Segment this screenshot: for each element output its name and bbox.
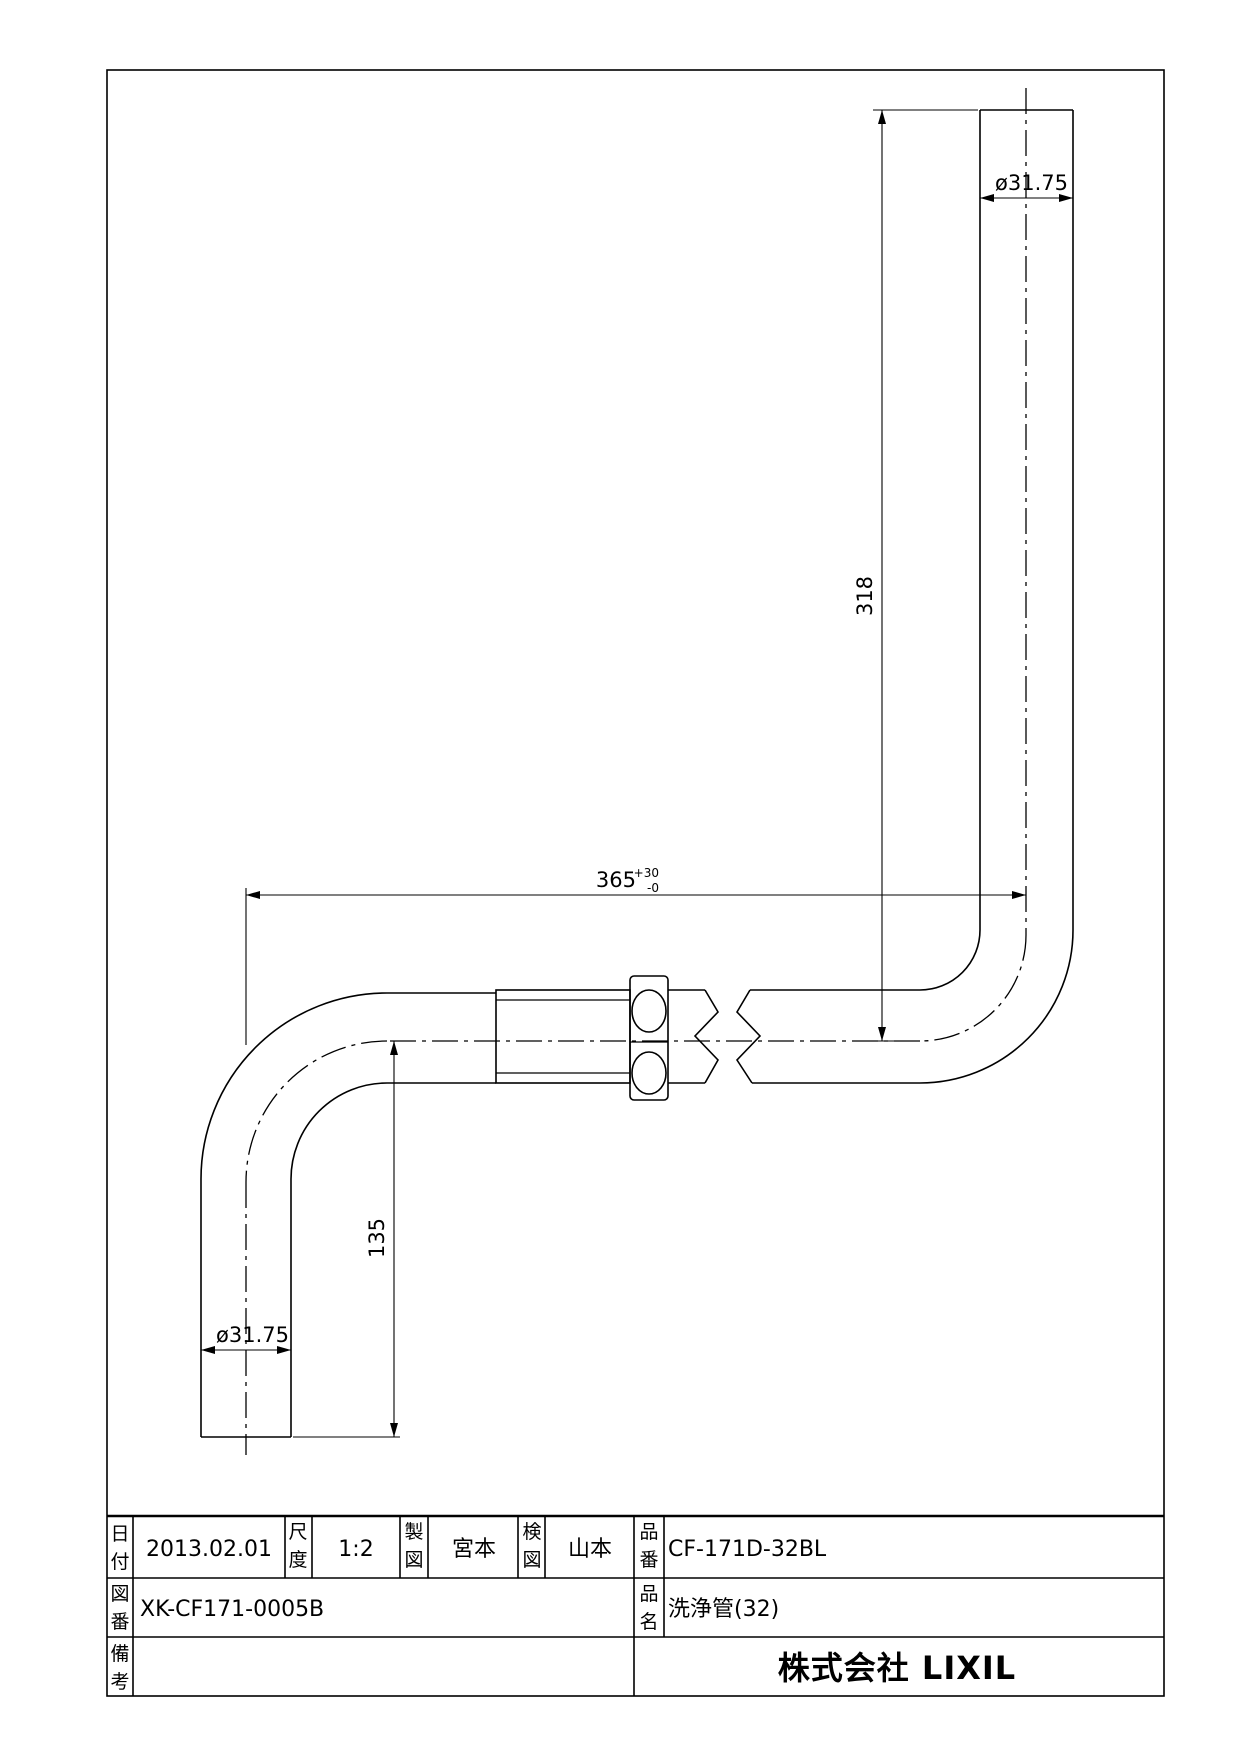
checked-by-value: 山本 — [568, 1537, 612, 1562]
date-label-2: 付 — [110, 1551, 129, 1573]
tolerance-plus-label: +30 — [634, 866, 659, 880]
remarks-label-2: 考 — [110, 1671, 129, 1693]
product-name-value: 洗浄管(32) — [668, 1597, 779, 1622]
product-name-label: 品 — [639, 1583, 658, 1605]
drawing-no-value: XK-CF171-0005B — [140, 1597, 324, 1622]
tolerance-minus-label: -0 — [647, 881, 659, 895]
drawing-no-label-2: 番 — [110, 1611, 129, 1633]
scale-value: 1:2 — [338, 1537, 373, 1562]
product-code-value: CF-171D-32BL — [668, 1537, 827, 1562]
drawn-label: 製 — [404, 1521, 423, 1543]
drawing-frame — [106, 69, 1165, 1697]
drawn-by-value: 宮本 — [452, 1537, 496, 1562]
product-name-label-2: 名 — [639, 1611, 658, 1633]
title-block — [107, 1514, 1164, 1696]
drawing-no-label: 図 — [110, 1583, 129, 1605]
vertical-length-label: 318 — [853, 576, 877, 616]
product-code-label: 品 — [639, 1521, 658, 1543]
checked-label-2: 図 — [522, 1549, 541, 1571]
horizontal-length-label: 365 — [596, 868, 636, 892]
drop-height-label: 135 — [365, 1218, 389, 1258]
pipe-centerline — [245, 88, 1027, 1455]
bottom-diameter-label: ø31.75 — [216, 1323, 289, 1347]
title-block-labels: 日 付 2013.02.01 尺 度 1:2 製 図 宮本 検 図 山本 品 番… — [110, 1521, 1016, 1693]
scale-label: 尺 — [288, 1521, 307, 1543]
pipe-outline — [200, 109, 1074, 1438]
dimension-labels: ø31.75 ø31.75 318 365 +30 -0 135 — [216, 171, 1068, 1347]
remarks-label: 備 — [110, 1643, 129, 1665]
company-name: 株式会社 LIXIL — [778, 1649, 1016, 1687]
checked-label: 検 — [522, 1521, 541, 1543]
dimension-lines — [201, 109, 1073, 1438]
top-diameter-label: ø31.75 — [995, 171, 1068, 195]
product-code-label-2: 番 — [639, 1549, 658, 1571]
scale-label-2: 度 — [288, 1549, 307, 1571]
date-label: 日 — [110, 1523, 129, 1545]
drawn-label-2: 図 — [404, 1549, 423, 1571]
date-value: 2013.02.01 — [146, 1537, 272, 1562]
